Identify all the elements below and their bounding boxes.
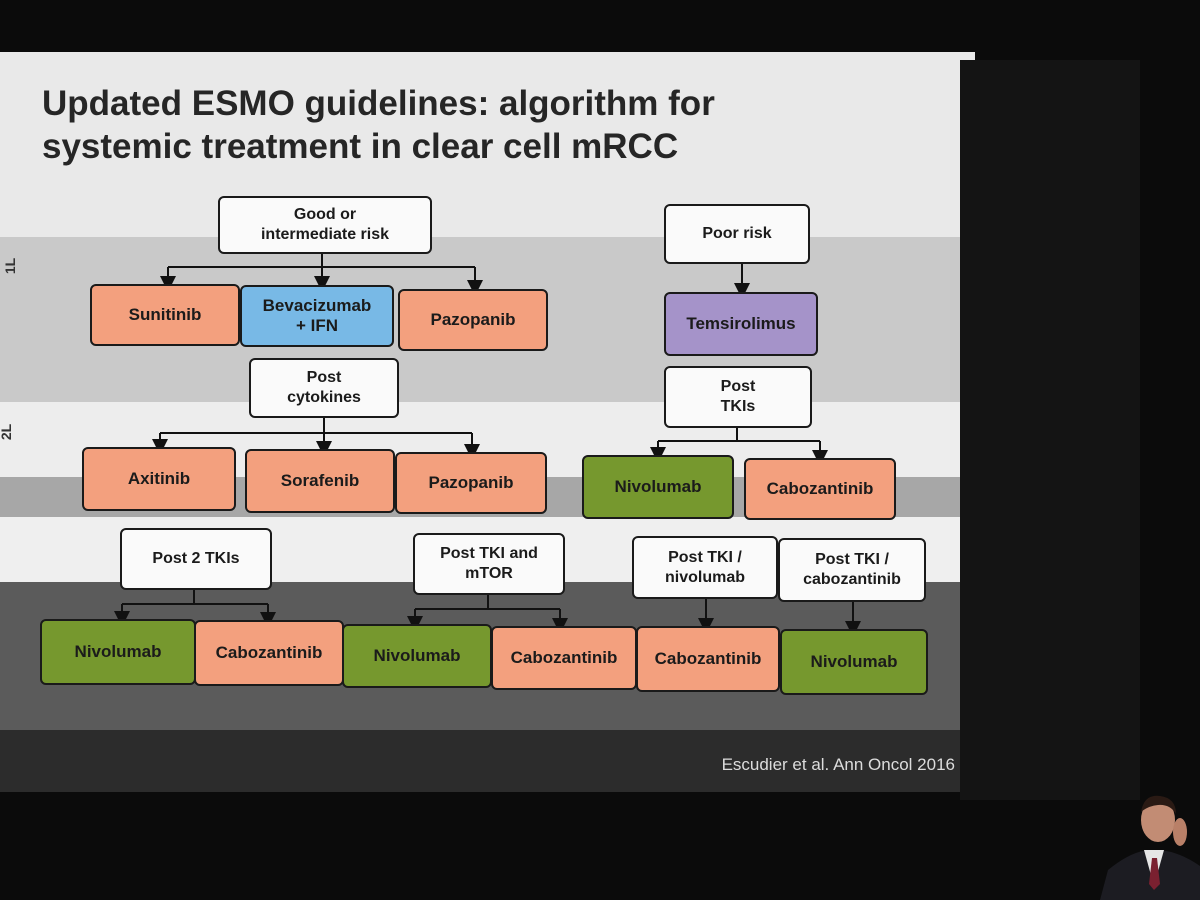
post-cytokines-box: Post cytokines (249, 358, 399, 418)
nivolumab-post-tki-mtor-box: Nivolumab (342, 624, 492, 688)
cabozantinib-post-nivolumab-box: Cabozantinib (636, 626, 780, 692)
nivolumab-post-2-tkis-box: Nivolumab (40, 619, 196, 685)
sunitinib-box: Sunitinib (90, 284, 240, 346)
cabozantinib-post-2-tkis-box: Cabozantinib (194, 620, 344, 686)
temsirolimus-box: Temsirolimus (664, 292, 818, 356)
pazopanib-1l-box: Pazopanib (398, 289, 548, 351)
citation: Escudier et al. Ann Oncol 2016 (721, 755, 955, 774)
bevacizumab-ifn-box: Bevacizumab + IFN (240, 285, 394, 347)
post-tki-cabozantinib-box: Post TKI / cabozantinib (778, 538, 926, 602)
poor-risk-box: Poor risk (664, 204, 810, 264)
post-tki-nivolumab-box: Post TKI / nivolumab (632, 536, 778, 599)
slide-title: Updated ESMO guidelines: algorithm for s… (42, 84, 715, 166)
cabozantinib-2l-box: Cabozantinib (744, 458, 896, 520)
axitinib-box: Axitinib (82, 447, 236, 511)
nivolumab-post-cabozantinib-box: Nivolumab (780, 629, 928, 695)
good-intermediate-risk-box: Good or intermediate risk (218, 196, 432, 254)
post-2-tkis-box: Post 2 TKIs (120, 528, 272, 590)
speaker-photo (1100, 795, 1200, 900)
slide-footer (0, 730, 975, 792)
cabozantinib-post-tki-mtor-box: Cabozantinib (491, 626, 637, 690)
projection-shadow (960, 60, 1140, 800)
post-tkis-box: Post TKIs (664, 366, 812, 428)
pazopanib-2l-box: Pazopanib (395, 452, 547, 514)
sorafenib-box: Sorafenib (245, 449, 395, 513)
nivolumab-2l-box: Nivolumab (582, 455, 734, 519)
post-tki-mtor-box: Post TKI and mTOR (413, 533, 565, 595)
